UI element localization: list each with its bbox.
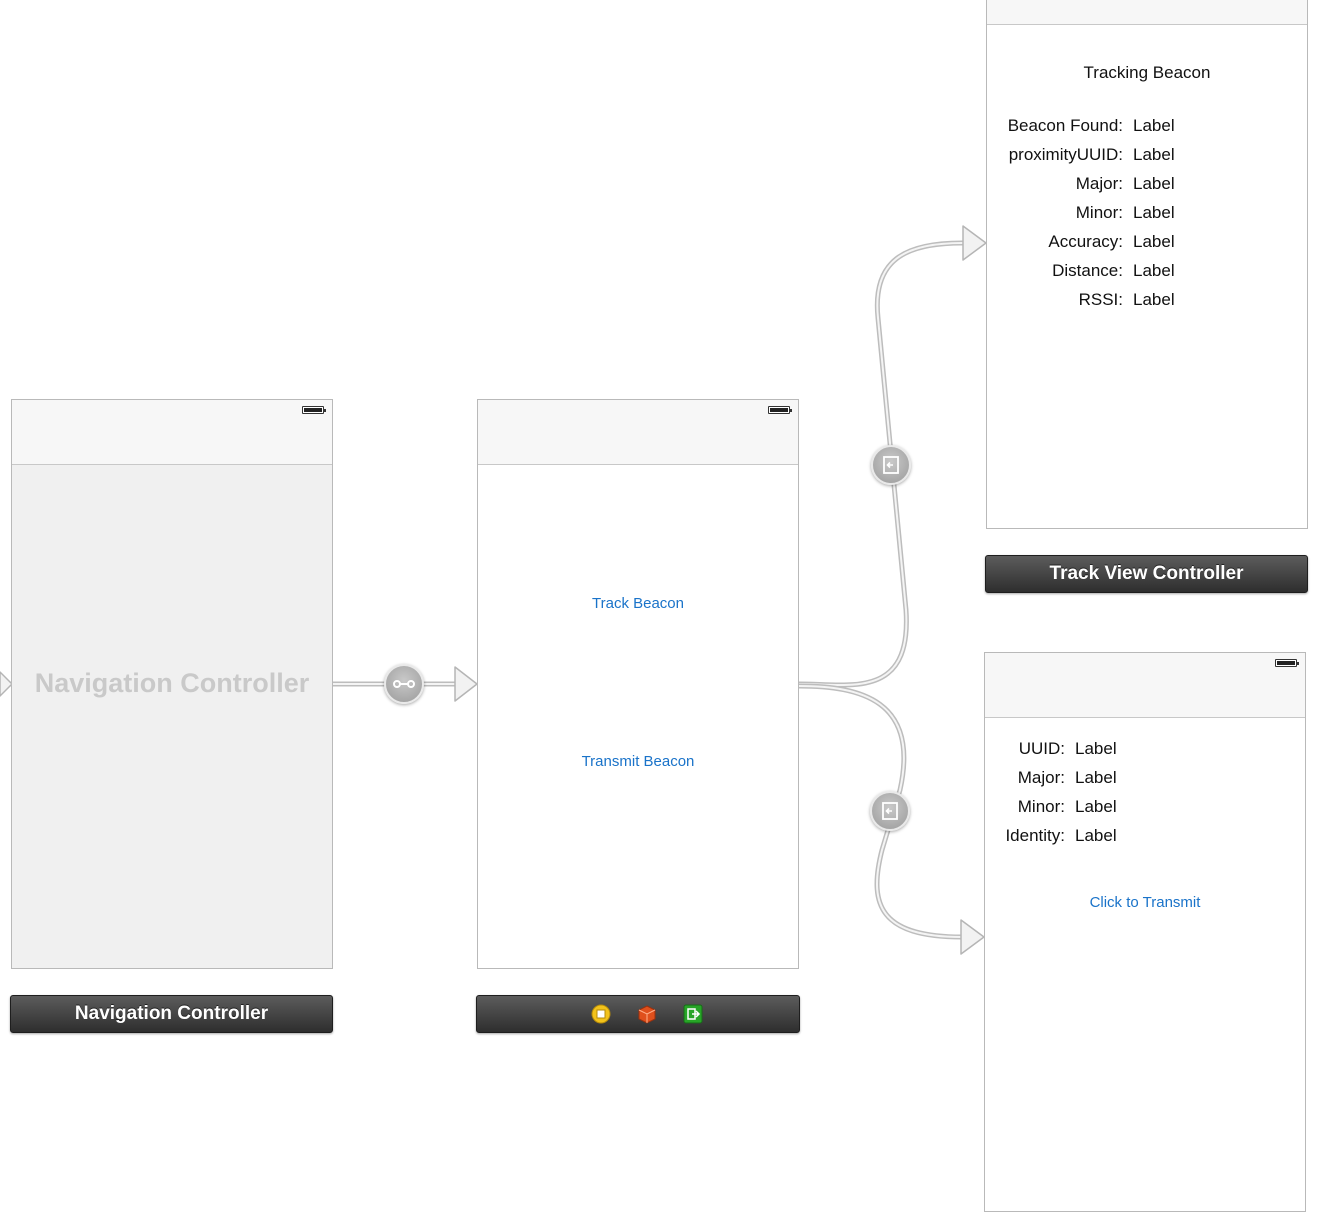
tracking-beacon-title: Tracking Beacon <box>1083 63 1211 82</box>
root-to-transmit-arrowhead <box>960 919 985 955</box>
navigation-bar <box>985 653 1305 718</box>
transmit-beacon-button[interactable]: Transmit Beacon <box>581 753 695 770</box>
uuid-value: Label <box>1075 739 1117 758</box>
root-view-controller-scene[interactable]: Track Beacon Transmit Beacon <box>477 399 799 969</box>
minor-label: Minor: <box>1075 203 1123 222</box>
navigation-controller-dock[interactable]: Navigation Controller <box>10 995 333 1033</box>
proximity-uuid-label: proximityUUID: <box>1008 145 1123 164</box>
major-value: Label <box>1133 174 1175 193</box>
navigation-controller-placeholder-title: Navigation Controller <box>34 668 310 698</box>
major-value: Label <box>1075 768 1117 787</box>
beacon-found-value: Label <box>1133 116 1175 135</box>
status-bar-area <box>12 400 332 465</box>
push-segue-icon[interactable] <box>870 791 910 831</box>
accuracy-value: Label <box>1133 232 1175 251</box>
relationship-segue-icon[interactable] <box>384 664 424 704</box>
minor-value: Label <box>1133 203 1175 222</box>
navigation-bar <box>478 400 798 465</box>
view-controller-icon[interactable] <box>591 1004 611 1024</box>
push-segue-icon[interactable] <box>871 445 911 485</box>
track-view-controller-dock[interactable]: Track View Controller <box>985 555 1308 593</box>
click-to-transmit-button[interactable]: Click to Transmit <box>1089 894 1201 911</box>
distance-label: Distance: <box>1052 261 1123 280</box>
first-responder-icon[interactable] <box>637 1004 657 1024</box>
nav-to-root-arrowhead <box>454 666 478 702</box>
beacon-found-label: Beacon Found: <box>1007 116 1123 135</box>
identity-value: Label <box>1075 826 1117 845</box>
track-beacon-button[interactable]: Track Beacon <box>592 595 684 612</box>
major-label: Major: <box>1017 768 1065 787</box>
root-view-controller-dock[interactable] <box>476 995 800 1033</box>
distance-value: Label <box>1133 261 1175 280</box>
major-label: Major: <box>1075 174 1123 193</box>
battery-icon <box>302 406 326 414</box>
root-to-track-arrowhead <box>962 225 987 261</box>
exit-icon[interactable] <box>683 1004 703 1024</box>
minor-label: Minor: <box>1017 797 1065 816</box>
dock-title: Navigation Controller <box>74 1003 269 1024</box>
dock-title: Track View Controller <box>1049 563 1244 584</box>
minor-value: Label <box>1075 797 1117 816</box>
transmit-view-controller-scene[interactable]: UUID: Label Major: Label Minor: Label Id… <box>984 652 1306 1212</box>
rssi-label: RSSI: <box>1078 290 1123 309</box>
rssi-value: Label <box>1133 290 1175 309</box>
segue-connectors <box>0 225 987 955</box>
accuracy-label: Accuracy: <box>1048 232 1123 251</box>
identity-label: Identity: <box>1005 826 1065 845</box>
navigation-bar <box>987 0 1307 25</box>
navigation-controller-scene[interactable]: Navigation Controller <box>11 399 333 969</box>
proximity-uuid-value: Label <box>1133 145 1175 164</box>
track-view-controller-scene[interactable]: Tracking Beacon Beacon Found: Label prox… <box>986 0 1308 529</box>
battery-icon <box>1275 659 1299 667</box>
entry-arrowhead <box>0 671 13 697</box>
uuid-label: UUID: <box>1018 739 1065 758</box>
battery-icon <box>768 406 792 414</box>
